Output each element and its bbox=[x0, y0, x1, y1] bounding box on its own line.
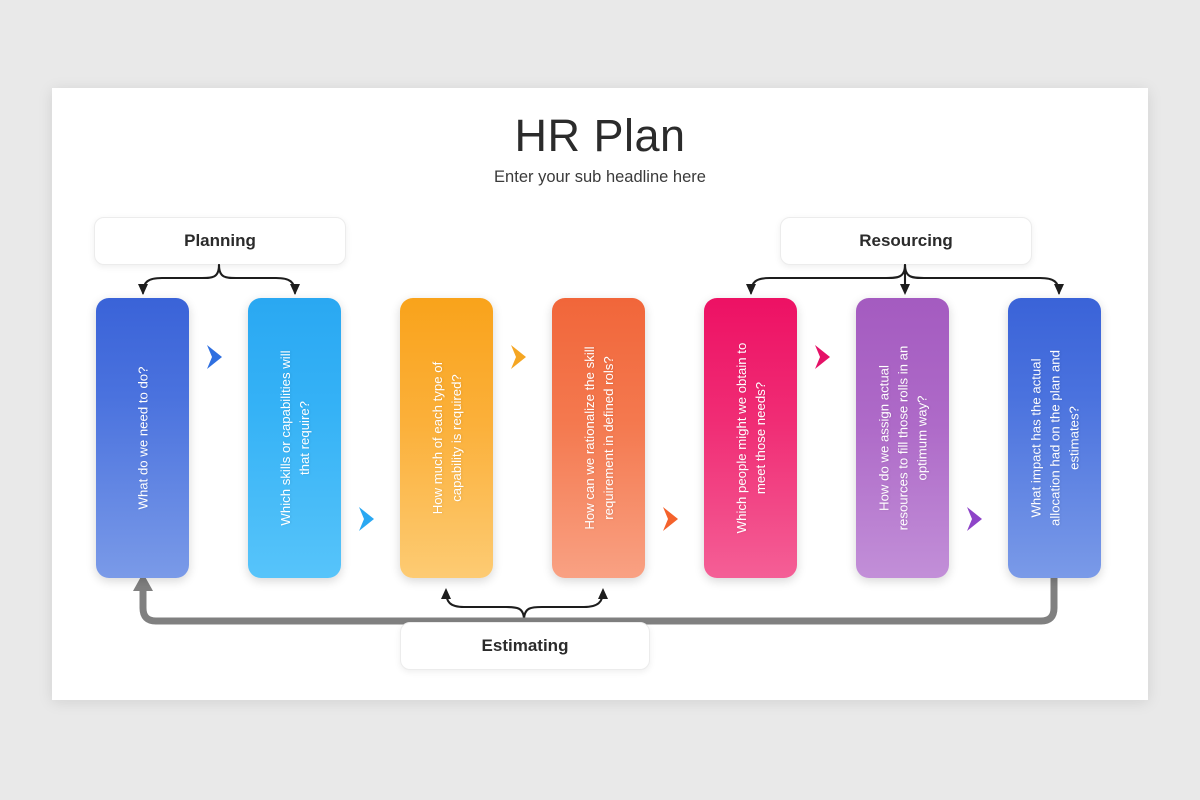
chevron-right-icon bbox=[207, 345, 222, 369]
estimating-brace bbox=[444, 589, 605, 622]
chevron-right-icon bbox=[511, 345, 526, 369]
step-card-6-label: How do we assign actual resources to fil… bbox=[875, 345, 930, 531]
step-card-1[interactable]: What do we need to do? bbox=[96, 298, 189, 578]
planning-arrow-right bbox=[290, 284, 300, 295]
step-card-5[interactable]: Which people might we obtain to meet tho… bbox=[704, 298, 797, 578]
step-card-7-label: What impact has the actual allocation ha… bbox=[1027, 350, 1082, 526]
category-label-estimating: Estimating bbox=[481, 636, 569, 655]
resourcing-arrow-right bbox=[1054, 284, 1064, 295]
resourcing-arrow-left bbox=[746, 284, 756, 295]
step-card-2[interactable]: Which skills or capabilities will that r… bbox=[248, 298, 341, 578]
category-box-estimating[interactable]: Estimating bbox=[400, 622, 650, 670]
estimating-arrow-right bbox=[598, 588, 608, 599]
chevron-right-icon bbox=[663, 507, 678, 531]
step-card-3[interactable]: How much of each type of capability is r… bbox=[400, 298, 493, 578]
step-card-7[interactable]: What impact has the actual allocation ha… bbox=[1008, 298, 1101, 578]
step-card-3-label: How much of each type of capability is r… bbox=[429, 361, 464, 515]
page-title: HR Plan bbox=[514, 110, 686, 161]
step-card-5-label: Which people might we obtain to meet tho… bbox=[733, 342, 768, 534]
chevron-right-icon bbox=[967, 507, 982, 531]
page-subtitle: Enter your sub headline here bbox=[494, 168, 706, 186]
category-box-planning[interactable]: Planning bbox=[94, 217, 346, 265]
planning-arrow-left bbox=[138, 284, 148, 295]
planning-brace bbox=[141, 263, 297, 295]
step-card-2-label: Which skills or capabilities will that r… bbox=[277, 350, 312, 526]
step-card-1-label: What do we need to do? bbox=[134, 366, 150, 510]
step-card-4[interactable]: How can we rationalize the skill require… bbox=[552, 298, 645, 578]
step-card-6[interactable]: How do we assign actual resources to fil… bbox=[856, 298, 949, 578]
resourcing-brace bbox=[749, 263, 1061, 295]
category-box-resourcing[interactable]: Resourcing bbox=[780, 217, 1032, 265]
category-label-resourcing: Resourcing bbox=[859, 231, 953, 250]
category-label-planning: Planning bbox=[184, 231, 256, 250]
feedback-loop-arrow bbox=[133, 573, 1058, 625]
estimating-arrow-left bbox=[441, 588, 451, 599]
chevron-right-icon bbox=[815, 345, 830, 369]
step-card-4-label: How can we rationalize the skill require… bbox=[581, 346, 616, 530]
resourcing-arrow-center bbox=[900, 284, 910, 295]
chevron-right-icon bbox=[359, 507, 374, 531]
slide-canvas: HR Plan Enter your sub headline here bbox=[52, 88, 1148, 700]
